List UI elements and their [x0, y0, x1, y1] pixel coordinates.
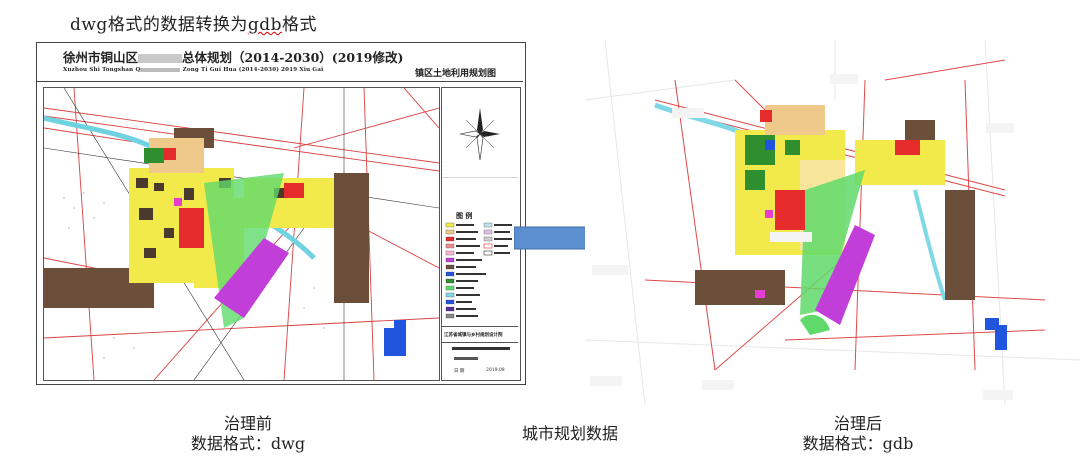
place-label-blurred: [983, 390, 1013, 400]
caption-before-title: 治理前: [223, 414, 272, 433]
title-block-date-label: 日 期: [454, 369, 465, 374]
dwg-side-panel: 图 例: [441, 87, 521, 381]
caption-after: 治理后 数据格式：gdb: [778, 414, 938, 454]
legend-title: 图 例: [456, 211, 473, 220]
dwg-sheet-name: 镇区土地利用规划图: [415, 69, 497, 79]
gdb-land-use-map: [585, 40, 1080, 405]
place-label-blurred: [702, 380, 734, 390]
place-label-blurred: [672, 108, 704, 118]
dwg-title-bar: 徐州市铜山区总体规划（2014-2030）(2019修改) Xuzhou Shi…: [37, 43, 523, 82]
caption-after-title: 治理后: [833, 414, 882, 433]
page-heading: dwg格式的数据转换为gdb格式: [70, 15, 317, 35]
north-arrow-icon: [442, 108, 518, 178]
legend-swatches: [445, 222, 512, 319]
title-block-organization: 江苏省城镇与乡村规划设计院: [444, 333, 503, 338]
dwg-pinyin-subtitle: Xuzhou Shi Tongshan Q Zong Ti Gui Hua (2…: [63, 67, 324, 73]
place-label-blurred: [830, 74, 858, 84]
dwg-land-use-map: [43, 87, 440, 381]
place-label-blurred: [590, 376, 622, 386]
caption-after-format: 数据格式：gdb: [802, 434, 914, 453]
title-block-drawing-label: [454, 357, 478, 362]
title-block-date: 2019.08: [486, 368, 505, 373]
caption-before: 治理前 数据格式：dwg: [168, 414, 328, 454]
place-label-blurred: [770, 232, 812, 242]
place-label-blurred: [986, 123, 1014, 133]
caption-before-format: 数据格式：dwg: [190, 434, 306, 453]
dwg-title: 徐州市铜山区总体规划（2014-2030）(2019修改): [63, 50, 404, 65]
place-label-blurred: [592, 265, 628, 275]
dwg-drawing-sheet: 徐州市铜山区总体规划（2014-2030）(2019修改) Xuzhou Shi…: [36, 42, 526, 385]
caption-middle: 城市规划数据: [521, 424, 618, 443]
